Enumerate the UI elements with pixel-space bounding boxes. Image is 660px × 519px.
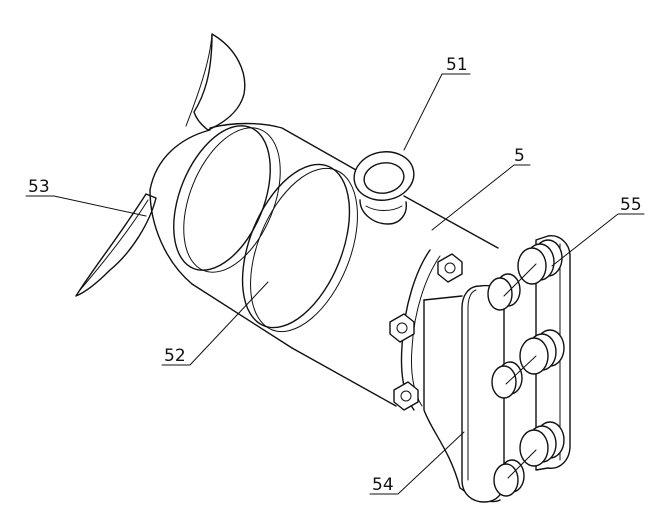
- housing-lower-line: [291, 347, 397, 407]
- hub-dome-lower: [149, 189, 193, 285]
- propeller-blade-lower-edge: [79, 199, 149, 291]
- hub-dome-upper: [149, 129, 211, 191]
- leader-51: [403, 73, 471, 151]
- leader-53: [25, 195, 147, 217]
- front-flange: [389, 249, 463, 411]
- housing-ring-2: [241, 163, 351, 329]
- lifting-ring-outer: [353, 151, 415, 201]
- label-53: 53: [28, 177, 50, 197]
- lifting-eye-base: [359, 199, 407, 225]
- propeller-blade-lower: [75, 193, 157, 297]
- housing-top-edge: [209, 122, 357, 171]
- rail-struts: [503, 263, 537, 479]
- lifting-eye-collar: [365, 205, 403, 211]
- guide-bracket: [423, 284, 505, 503]
- leader-52: [161, 281, 269, 366]
- motor-housing: [149, 122, 499, 407]
- housing-ring-1-inner: [183, 127, 281, 273]
- roller-middle: [519, 329, 565, 375]
- label-54: 54: [372, 475, 394, 495]
- housing-ring-2-inner: [250, 167, 358, 333]
- leader-54: [369, 431, 465, 495]
- flange-bolt-middle: [389, 313, 415, 343]
- roller-bottom: [519, 421, 565, 467]
- housing-bottom-edge: [191, 283, 293, 349]
- roller-rail: [487, 235, 571, 497]
- bracket-roller-top: [487, 273, 521, 311]
- bracket-top-edge: [423, 295, 463, 301]
- label-55: 55: [620, 195, 642, 215]
- leader-lines: [25, 73, 645, 495]
- label-51: 51: [446, 55, 468, 75]
- label-52: 52: [164, 346, 186, 366]
- flange-bolt-bottom: [393, 381, 419, 411]
- bracket-roller-middle: [491, 361, 523, 399]
- housing-upper-line: [403, 195, 499, 249]
- leader-55: [551, 213, 645, 267]
- label-5: 5: [514, 146, 525, 166]
- bracket-plate-edge: [467, 289, 477, 481]
- lifting-ring-inner: [363, 162, 405, 194]
- flange-bolt-top: [437, 253, 463, 283]
- lifting-eye: [353, 151, 415, 225]
- propeller-blade-upper-edge: [185, 33, 213, 127]
- leader-5: [431, 164, 531, 231]
